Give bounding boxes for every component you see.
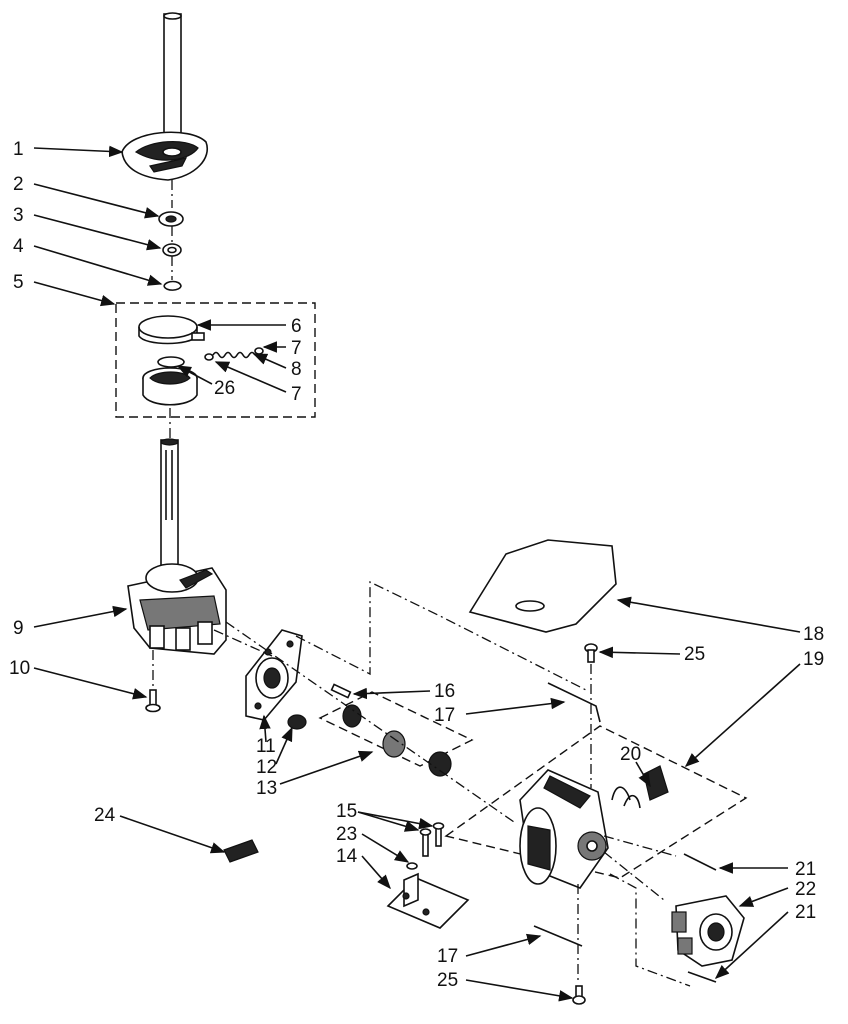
- callout-26: 26: [214, 378, 235, 399]
- callout-21b: 21: [795, 902, 816, 923]
- callout-20: 20: [620, 744, 641, 765]
- callout-25a: 25: [684, 644, 705, 665]
- part-8-spring: [204, 347, 264, 361]
- drive-shaft-lower: [160, 438, 179, 586]
- callout-22: 22: [795, 879, 816, 900]
- part-12-knob: [287, 714, 307, 730]
- drive-motor: [519, 769, 609, 889]
- callout-8: 8: [291, 359, 302, 380]
- part-25-screw-lower: [572, 985, 586, 1005]
- part-26-ring: [157, 356, 185, 368]
- part-9-gearcase: [127, 563, 227, 655]
- callout-5: 5: [13, 272, 24, 293]
- callout-labels: 1 2 3 4 5 6 7 8 26 7 9 10 11 12 13 16 17…: [9, 139, 824, 991]
- part-21-rod-upper: [683, 853, 717, 871]
- callout-15: 15: [336, 801, 357, 822]
- callout-21a: 21: [795, 859, 816, 880]
- callout-13: 13: [256, 778, 277, 799]
- clutch-drum: [142, 367, 198, 406]
- callout-7a: 7: [291, 338, 302, 359]
- part-2-washer: [158, 211, 184, 227]
- leader-arrows: [33, 145, 801, 1002]
- part-4-retaining-ring: [163, 280, 182, 291]
- callout-10: 10: [9, 658, 30, 679]
- part-22-pump: [671, 895, 745, 967]
- callout-18: 18: [803, 624, 824, 645]
- callout-6: 6: [291, 316, 302, 337]
- callout-17a: 17: [434, 705, 455, 726]
- callout-12: 12: [256, 757, 277, 778]
- callout-3: 3: [13, 205, 24, 226]
- part-3-washer: [162, 243, 182, 257]
- part-6-clutch-band: [138, 315, 205, 345]
- drive-shaft-top: [163, 12, 182, 155]
- callout-24: 24: [94, 805, 116, 826]
- part-16-pin: [330, 683, 352, 699]
- part-15-screws: [419, 822, 445, 857]
- part-17-rod-upper: [547, 682, 601, 723]
- callout-9: 9: [13, 618, 24, 639]
- callout-23: 23: [336, 824, 357, 845]
- part-24-block: [223, 839, 259, 863]
- part-17-rod-lower: [533, 925, 583, 947]
- part-14-bracket: [386, 872, 470, 929]
- callout-25b: 25: [437, 970, 458, 991]
- part-13-group-box: [318, 691, 474, 767]
- callout-7b: 7: [291, 384, 302, 405]
- callout-17b: 17: [437, 946, 458, 967]
- callout-4: 4: [13, 236, 24, 257]
- part-25-screw-upper: [584, 643, 598, 663]
- part-20-motor-switch: [611, 765, 669, 809]
- callout-19: 19: [803, 649, 824, 670]
- part-18-shield: [468, 539, 617, 633]
- callout-11: 11: [256, 736, 276, 757]
- part-5-group-box: [115, 302, 316, 418]
- part-23-clip: [406, 862, 418, 870]
- alignment-lines: [152, 180, 691, 987]
- callout-14: 14: [336, 846, 358, 867]
- part-13-coupling: [342, 704, 452, 777]
- callout-16: 16: [434, 681, 455, 702]
- callout-1: 1: [13, 139, 24, 160]
- part-11-mount-plate: [245, 629, 303, 721]
- part-10-screw: [145, 689, 161, 713]
- part-1-cam-hub: [121, 131, 208, 181]
- part-21-rod-lower: [687, 971, 717, 983]
- callout-2: 2: [13, 174, 24, 195]
